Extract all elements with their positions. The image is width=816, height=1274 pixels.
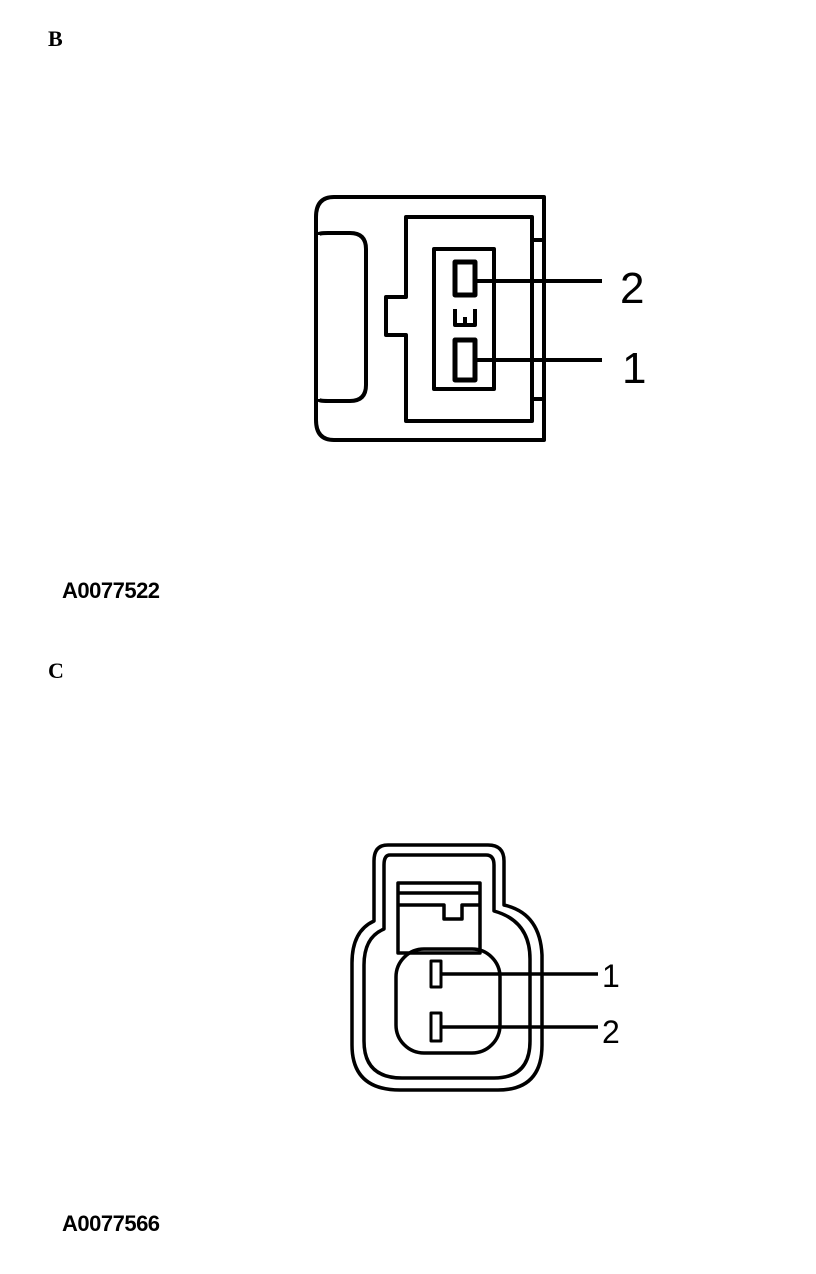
connector-c-terminal-face [394, 947, 502, 1055]
connector-b-inner-frame [384, 215, 534, 423]
pin-label-c-bottom: 2 [602, 1014, 620, 1050]
pin-label-c-top: 1 [602, 958, 620, 994]
pin-label-b-top: 2 [620, 264, 644, 313]
connector-c-diagram: 1 2 [350, 843, 620, 1092]
connector-c-latch [396, 881, 482, 955]
connector-b-cavity [432, 247, 496, 391]
figure-code-b: A0077522 [62, 578, 160, 603]
section-letter-c: C [48, 658, 64, 683]
connector-c-pin-2 [429, 1011, 443, 1043]
connector-b-housing [314, 195, 546, 442]
connector-b-diagram: 2 1 [314, 195, 646, 442]
connector-b-pin-1 [452, 337, 478, 383]
connector-c-outer-housing [350, 843, 544, 1092]
figure-code-c: A0077566 [62, 1211, 160, 1236]
connector-c-pin-1 [429, 959, 443, 989]
connector-b-pin-2 [452, 259, 478, 298]
connector-c-inner-housing [362, 853, 532, 1080]
connector-b-center-mark [453, 309, 477, 327]
pin-label-b-bottom: 1 [622, 344, 646, 393]
section-letter-b: B [48, 26, 63, 51]
connector-b-latch [316, 231, 368, 403]
